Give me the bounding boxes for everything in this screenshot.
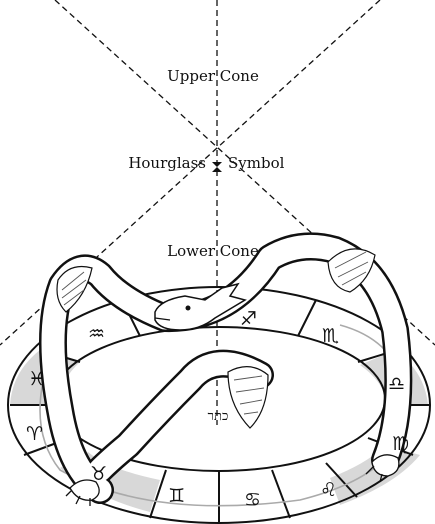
cone-line-left	[54, 0, 435, 346]
claw-bottom-left	[65, 479, 100, 506]
hourglass-center-marker	[212, 162, 222, 172]
zodiac-glyphs: ♒ ♐ ♏ ♎ ♍ ♌ ♋ ♊ ♉ ♈ ♓	[26, 308, 409, 511]
wing-upper-right	[327, 248, 376, 293]
aquarius-icon: ♒	[88, 323, 105, 345]
gemini-icon: ♊	[168, 485, 185, 507]
virgo-icon: ♍	[392, 433, 409, 455]
serpent	[39, 232, 413, 507]
symbol-label: Symbol	[228, 154, 285, 172]
sagittarius-icon: ♐	[240, 308, 257, 330]
serpent-head	[154, 282, 247, 331]
lower-cone-label: Lower Cone	[167, 242, 259, 260]
diagram-labels: Upper Cone Hourglass Symbol Lower Cone כ…	[128, 67, 284, 424]
hourglass-label: Hourglass	[128, 154, 206, 172]
leo-icon: ♌	[320, 479, 337, 501]
keter-label: כתר	[208, 409, 229, 424]
cone-line-right	[0, 0, 381, 346]
claw-bottom-right	[365, 454, 400, 483]
aries-icon: ♈	[26, 423, 43, 445]
wing-center	[227, 366, 269, 429]
taurus-icon: ♉	[90, 463, 107, 485]
pisces-icon: ♓	[28, 368, 45, 390]
scorpio-icon: ♏	[322, 325, 339, 347]
wing-upper-left	[56, 265, 93, 313]
upper-cone-label: Upper Cone	[167, 67, 259, 85]
cancer-icon: ♋	[244, 489, 261, 511]
libra-icon: ♎	[388, 373, 405, 395]
